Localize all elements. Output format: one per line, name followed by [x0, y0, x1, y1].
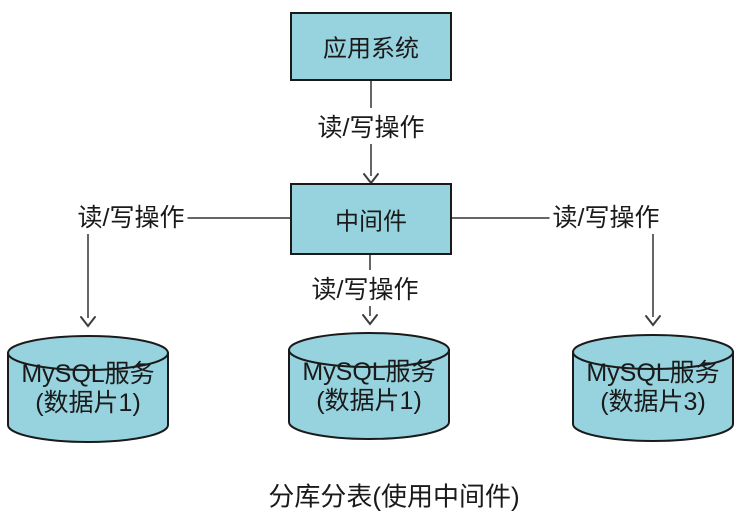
app-system-label: 应用系统	[323, 35, 419, 63]
database-right-line1: MySQL服务	[586, 359, 720, 387]
database-label-left: MySQL服务 (数据片1)	[21, 360, 154, 418]
database-middle-line2: (数据片1)	[316, 387, 422, 415]
database-left-line1: MySQL服务	[21, 360, 155, 388]
cylinder-body-right	[572, 351, 734, 442]
arrowhead-into-middle-db	[362, 314, 378, 326]
cylinder-body-middle	[288, 349, 450, 440]
database-label-right: MySQL服务 (数据片3)	[586, 359, 719, 417]
cylinder-body-left	[7, 352, 169, 443]
cylinder-top-right	[572, 334, 734, 370]
arrowhead-into-right-db	[645, 315, 661, 327]
app-system-box	[290, 12, 452, 81]
edge-label-middleware-to-right-db: 读/写操作	[549, 198, 663, 234]
edge-label-middleware-to-middle-db: 读/写操作	[308, 270, 422, 306]
cylinder-top-middle	[288, 332, 450, 368]
database-cylinder-left	[7, 335, 169, 443]
middleware-box	[290, 183, 452, 255]
edge-label-middleware-to-left-db: 读/写操作	[74, 198, 188, 234]
database-cylinder-right	[572, 334, 734, 442]
database-right-line2: (数据片3)	[600, 388, 706, 416]
middleware-label: 中间件	[335, 208, 407, 236]
database-middle-line1: MySQL服务	[302, 358, 436, 386]
arrowhead-into-left-db	[80, 316, 96, 328]
edge-label-app-to-middleware: 读/写操作	[314, 108, 428, 144]
database-left-line2: (数据片1)	[35, 389, 141, 417]
database-label-middle: MySQL服务 (数据片1)	[302, 358, 435, 416]
diagram-caption: 分库分表(使用中间件)	[268, 481, 520, 512]
database-cylinder-middle	[288, 332, 450, 440]
cylinder-top-left	[7, 335, 169, 371]
